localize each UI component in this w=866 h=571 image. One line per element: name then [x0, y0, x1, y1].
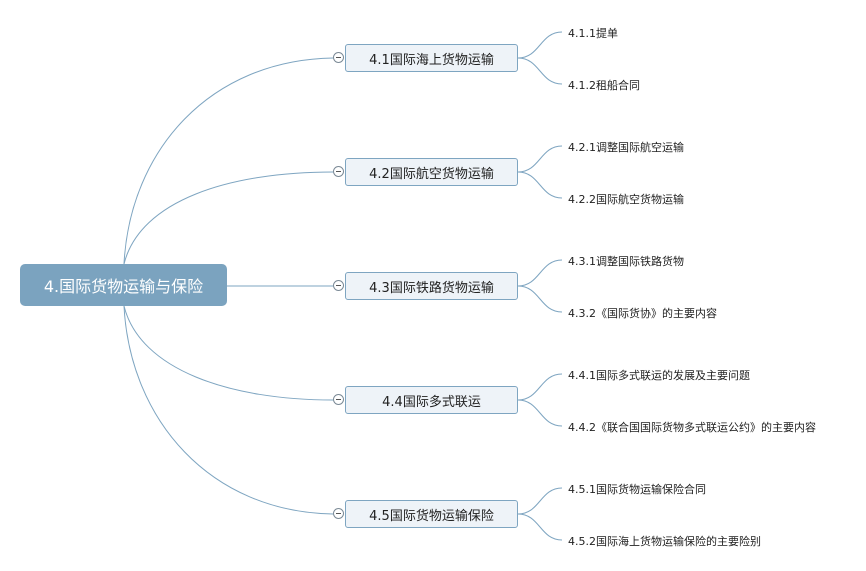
- subtopic-4-3-1[interactable]: 4.3.1调整国际铁路货物: [568, 255, 684, 268]
- connector-topic-to-subtopic: [517, 487, 563, 515]
- connector-topic-to-subtopic: [517, 259, 563, 287]
- connector-topic-to-subtopic: [517, 285, 563, 313]
- subtopic-4-5-2[interactable]: 4.5.2国际海上货物运输保险的主要险别: [568, 535, 761, 548]
- topic-label: 4.5国际货物运输保险: [369, 508, 494, 524]
- collapse-toggle-icon[interactable]: [333, 52, 344, 63]
- subtopic-4-5-1[interactable]: 4.5.1国际货物运输保险合同: [568, 483, 706, 496]
- connector-topic-to-subtopic: [517, 513, 563, 541]
- topic-label: 4.3国际铁路货物运输: [369, 280, 494, 296]
- subtopic-4-4-1[interactable]: 4.4.1国际多式联运的发展及主要问题: [568, 369, 750, 382]
- root-node[interactable]: 4.国际货物运输与保险: [20, 264, 227, 306]
- subtopic-4-2-2[interactable]: 4.2.2国际航空货物运输: [568, 193, 684, 206]
- topic-label: 4.1国际海上货物运输: [369, 52, 494, 68]
- connector-topic-to-subtopic: [517, 57, 563, 85]
- collapse-toggle-icon[interactable]: [333, 508, 344, 519]
- collapse-toggle-icon[interactable]: [333, 166, 344, 177]
- collapse-toggle-icon[interactable]: [333, 394, 344, 405]
- connector-root-to-topic: [123, 305, 334, 401]
- subtopic-4-1-2[interactable]: 4.1.2租船合同: [568, 79, 640, 92]
- connector-root-to-topic: [123, 57, 334, 265]
- subtopic-4-4-2[interactable]: 4.4.2《联合国国际货物多式联运公约》的主要内容: [568, 421, 816, 434]
- subtopic-4-1-1[interactable]: 4.1.1提单: [568, 27, 618, 40]
- connector-topic-to-subtopic: [517, 145, 563, 173]
- connector-topic-to-subtopic: [517, 31, 563, 59]
- topic-node-4-1[interactable]: 4.1国际海上货物运输: [345, 44, 518, 72]
- topic-node-4-5[interactable]: 4.5国际货物运输保险: [345, 500, 518, 528]
- topic-node-4-3[interactable]: 4.3国际铁路货物运输: [345, 272, 518, 300]
- connector-root-to-topic: [123, 171, 334, 265]
- connector-topic-to-subtopic: [517, 373, 563, 401]
- topic-label: 4.4国际多式联运: [382, 394, 481, 410]
- collapse-toggle-icon[interactable]: [333, 280, 344, 291]
- subtopic-4-2-1[interactable]: 4.2.1调整国际航空运输: [568, 141, 684, 154]
- subtopic-4-3-2[interactable]: 4.3.2《国际货协》的主要内容: [568, 307, 717, 320]
- topic-node-4-2[interactable]: 4.2国际航空货物运输: [345, 158, 518, 186]
- topic-label: 4.2国际航空货物运输: [369, 166, 494, 182]
- topic-node-4-4[interactable]: 4.4国际多式联运: [345, 386, 518, 414]
- connector-topic-to-subtopic: [517, 171, 563, 199]
- root-label: 4.国际货物运输与保险: [43, 277, 204, 296]
- connector-root-to-topic: [123, 305, 334, 515]
- connector-topic-to-subtopic: [517, 399, 563, 427]
